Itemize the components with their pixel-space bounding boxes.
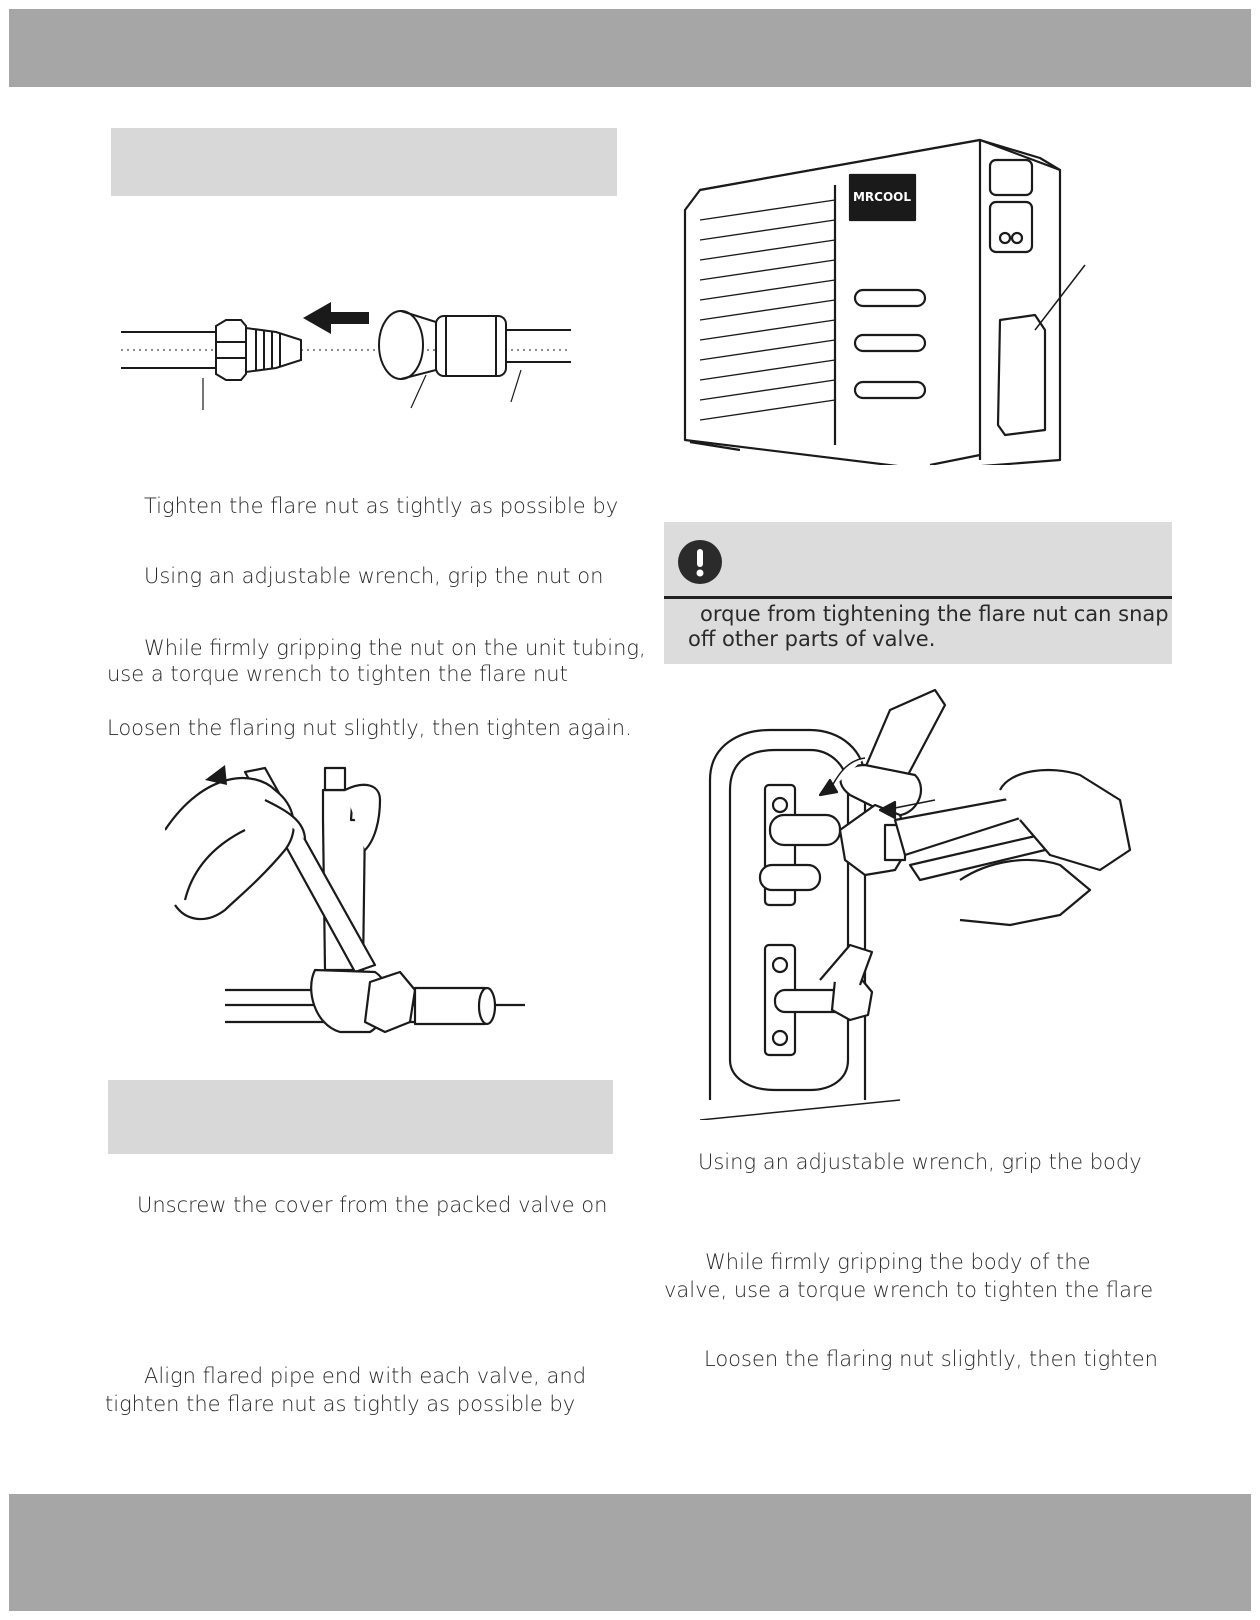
top-header-band (9, 9, 1251, 87)
double-wrench-illustration (165, 765, 525, 1034)
section-heading-box-2 (108, 1080, 613, 1154)
section-heading-box-1 (111, 128, 617, 196)
unit-logo: MRCOOL (853, 190, 911, 204)
left-step-a-text: Tighten the flare nut as tightly as poss… (144, 494, 619, 518)
caution-line2: off other parts of valve. (688, 627, 936, 651)
right-step-b-line2: valve, use a torque wrench to tighten th… (664, 1278, 1154, 1302)
left-step-b-text: Using an adjustable wrench, grip the nut… (144, 564, 604, 588)
right-step-b-line1: While firmly gripping the body of the (705, 1250, 1091, 1274)
outdoor-unit-illustration: MRCOOL (683, 138, 1086, 465)
valve-wrench-illustration (700, 688, 1132, 1120)
bottom-footer-band (9, 1494, 1251, 1611)
flare-pipe-illustration (121, 302, 571, 410)
left-step-f-line1: Align flared pipe end with each valve, a… (144, 1364, 587, 1388)
caution-line1: orque from tightening the flare nut can … (700, 602, 1169, 626)
caution-text: orque from tightening the flare nut can … (688, 602, 1169, 652)
left-step-c-line1: While firmly gripping the nut on the uni… (144, 636, 646, 660)
left-step-d-text: Loosen the flaring nut slightly, then ti… (107, 716, 632, 740)
caution-box: orque from tightening the flare nut can … (664, 522, 1172, 664)
caution-rule (664, 596, 1172, 599)
left-step-c-line2: use a torque wrench to tighten the flare… (107, 662, 568, 686)
right-step-c-text: Loosen the flaring nut slightly, then ti… (704, 1347, 1158, 1371)
exclamation-icon (678, 540, 722, 584)
right-step-a-text: Using an adjustable wrench, grip the bod… (698, 1150, 1142, 1174)
left-step-f-line2: tighten the flare nut as tightly as poss… (105, 1392, 576, 1416)
left-step-e-text: Unscrew the cover from the packed valve … (137, 1193, 608, 1217)
